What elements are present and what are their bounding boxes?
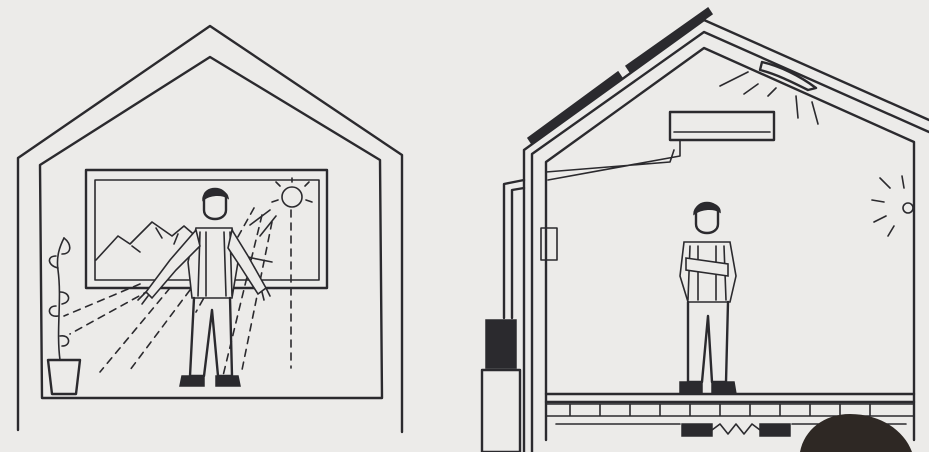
floor-heater-1 [682,424,712,436]
left-house [18,26,402,432]
person-trousers [688,302,728,382]
outdoor-unit-base [482,370,520,452]
plant-stem [57,238,64,360]
sun-ray-lines [272,178,312,202]
ac-pipe [546,140,680,180]
wall-panel [541,228,557,260]
audience-head-silhouette [800,414,912,452]
outdoor-pipe [504,180,524,318]
wall-light-rays [872,176,904,236]
wall-light [872,176,913,236]
floor-duct-grid [546,404,914,416]
solar-panel-1 [528,72,622,144]
plant-leaves [49,238,69,346]
sun-icon [282,187,302,207]
person-trousers [190,298,232,376]
floor-heater-2 [760,424,790,436]
air-conditioner [546,112,774,180]
right-house [482,8,929,452]
person-shoes [180,376,240,386]
outdoor-unit-top [486,320,516,368]
mountain-ridge-detail [132,228,178,252]
right-person [680,203,736,394]
solar-panel-2 [626,8,712,72]
air-conditioner-icon [670,112,774,140]
solar-panels [528,8,712,144]
floor-heater-coil [712,424,760,434]
outdoor-unit [482,180,524,452]
wall-light-icon [903,203,913,213]
plant-pot [48,360,80,394]
left-hand [138,292,148,304]
person-hair [694,203,720,214]
person-shoes [680,382,736,394]
